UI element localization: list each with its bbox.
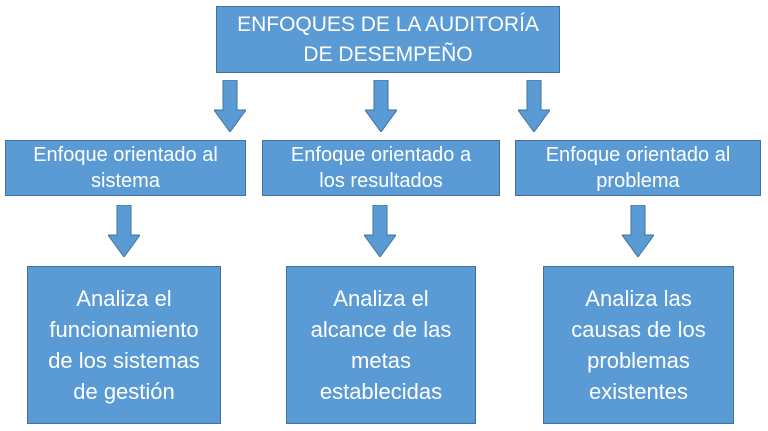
down-arrow-icon: [108, 205, 140, 257]
description-text-problem: Analiza las causas de los problemas exis…: [571, 286, 706, 404]
down-arrow-icon: [364, 205, 396, 257]
description-box-system: Analiza el funcionamiento de los sistema…: [27, 266, 221, 424]
down-arrow-icon: [214, 80, 246, 132]
down-arrow-icon: [518, 80, 550, 132]
description-text-system: Analiza el funcionamiento de los sistema…: [48, 286, 200, 404]
down-arrow-icon: [365, 80, 397, 132]
description-box-results: Analiza el alcance de las metas establec…: [286, 266, 476, 424]
root-label: ENFOQUES DE LA AUDITORÍA DE DESEMPEÑO: [237, 12, 539, 66]
approach-box-system: Enfoque orientado al sistema: [5, 140, 246, 196]
root-box: ENFOQUES DE LA AUDITORÍA DE DESEMPEÑO: [216, 6, 560, 73]
approach-box-results: Enfoque orientado a los resultados: [262, 140, 500, 196]
description-text-results: Analiza el alcance de las metas establec…: [310, 286, 452, 404]
down-arrow-icon: [622, 205, 654, 257]
approach-label-problem: Enfoque orientado al problema: [545, 144, 731, 192]
approach-box-problem: Enfoque orientado al problema: [515, 140, 761, 196]
description-box-problem: Analiza las causas de los problemas exis…: [543, 266, 734, 424]
approach-label-system: Enfoque orientado al sistema: [33, 144, 218, 192]
approach-label-results: Enfoque orientado a los resultados: [290, 144, 472, 192]
